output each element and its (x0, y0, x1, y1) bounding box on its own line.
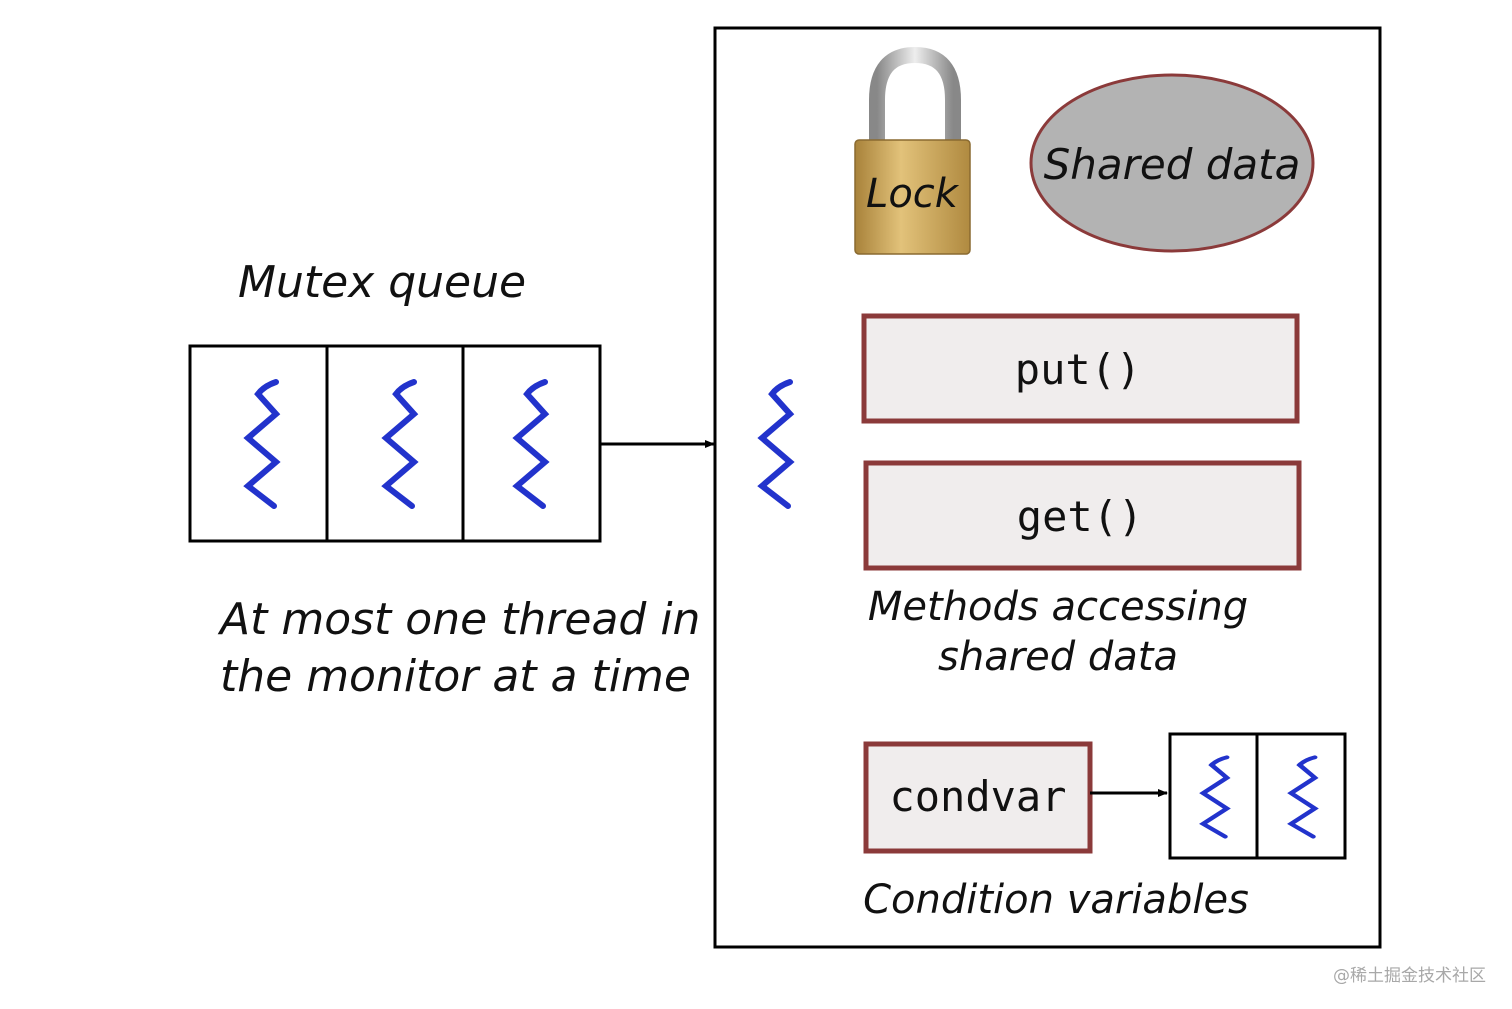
mutex-queue (188, 344, 602, 543)
condition-variables-label: Condition variables (863, 877, 1249, 923)
lock-label: Lock (866, 171, 960, 217)
method-put: put() (861, 313, 1300, 424)
put-label: put() (1015, 345, 1141, 394)
condvar-queue (1168, 732, 1347, 860)
method-get: get() (863, 460, 1302, 571)
lock-icon: Lock (854, 46, 971, 255)
condvar: condvar (863, 741, 1093, 854)
watermark: @稀土掘金技术社区 (1333, 966, 1486, 986)
shared-data-label: Shared data (1044, 140, 1301, 189)
condvar-label: condvar (889, 772, 1066, 821)
methods-line-1: Methods accessing (868, 584, 1248, 630)
methods-line-2: shared data (938, 634, 1178, 680)
get-label: get() (1017, 492, 1143, 541)
shared-data: Shared data (1029, 73, 1315, 253)
note-line-2: the monitor at a time (220, 651, 691, 702)
note-line-1: At most one thread in (217, 594, 700, 645)
mutex-queue-label: Mutex queue (238, 257, 526, 308)
